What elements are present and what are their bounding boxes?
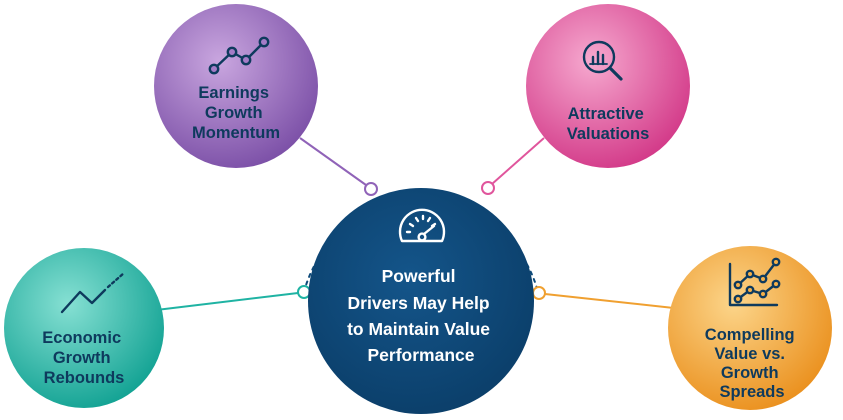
center-label: Powerful Drivers May Help to Maintain Va… (347, 266, 495, 365)
speedometer-icon (398, 208, 446, 243)
label-earnings-growth-momentum: Earnings Growth Momentum (192, 84, 280, 142)
trend-up-icon (60, 271, 126, 314)
node-circle-economic-growth-rebounds (4, 248, 164, 408)
center-label-line: Drivers May Help (348, 293, 490, 313)
label-line: Value vs. (714, 345, 785, 363)
label-line: Economic (42, 329, 121, 347)
connector-node-earnings-growth-momentum (364, 182, 378, 196)
label-line: Growth (721, 364, 779, 382)
label-line: Valuations (567, 125, 650, 143)
label-line: Growth (53, 349, 111, 367)
two-line-chart-icon (728, 257, 781, 307)
label-line: Momentum (192, 124, 280, 142)
center-label-line: to Maintain Value (347, 319, 490, 339)
line-chart-dots-icon (208, 36, 270, 75)
label-line: Compelling (705, 326, 795, 344)
label-line: Rebounds (44, 369, 125, 387)
label-line: Growth (205, 104, 263, 122)
connector-earnings-growth-momentum (299, 137, 367, 186)
node-circle-attractive-valuations (526, 4, 690, 168)
node-circle-earnings-growth-momentum (154, 4, 318, 168)
magnifier-bar-chart-icon (582, 40, 623, 81)
label-economic-growth-rebounds: Economic Growth Rebounds (42, 329, 125, 387)
connector-node-compelling-value-vs-growth-spreads (532, 286, 546, 300)
center-label-line: Powerful (382, 266, 456, 286)
label-compelling-value-vs-growth-spreads: Compelling Value vs. Growth Spreads (705, 326, 799, 401)
label-line: Attractive (568, 105, 644, 123)
connector-attractive-valuations (491, 137, 545, 185)
label-line: Spreads (719, 383, 784, 401)
connector-node-attractive-valuations (481, 181, 495, 195)
node-circle-compelling-value-vs-growth-spreads (668, 246, 832, 410)
connector-economic-growth-rebounds (147, 292, 299, 312)
center-label-line: Performance (368, 345, 475, 365)
center-circle (308, 188, 534, 414)
connector-compelling-value-vs-growth-spreads (544, 293, 693, 311)
label-line: Earnings (198, 84, 269, 102)
label-attractive-valuations: Attractive Valuations (567, 105, 650, 143)
